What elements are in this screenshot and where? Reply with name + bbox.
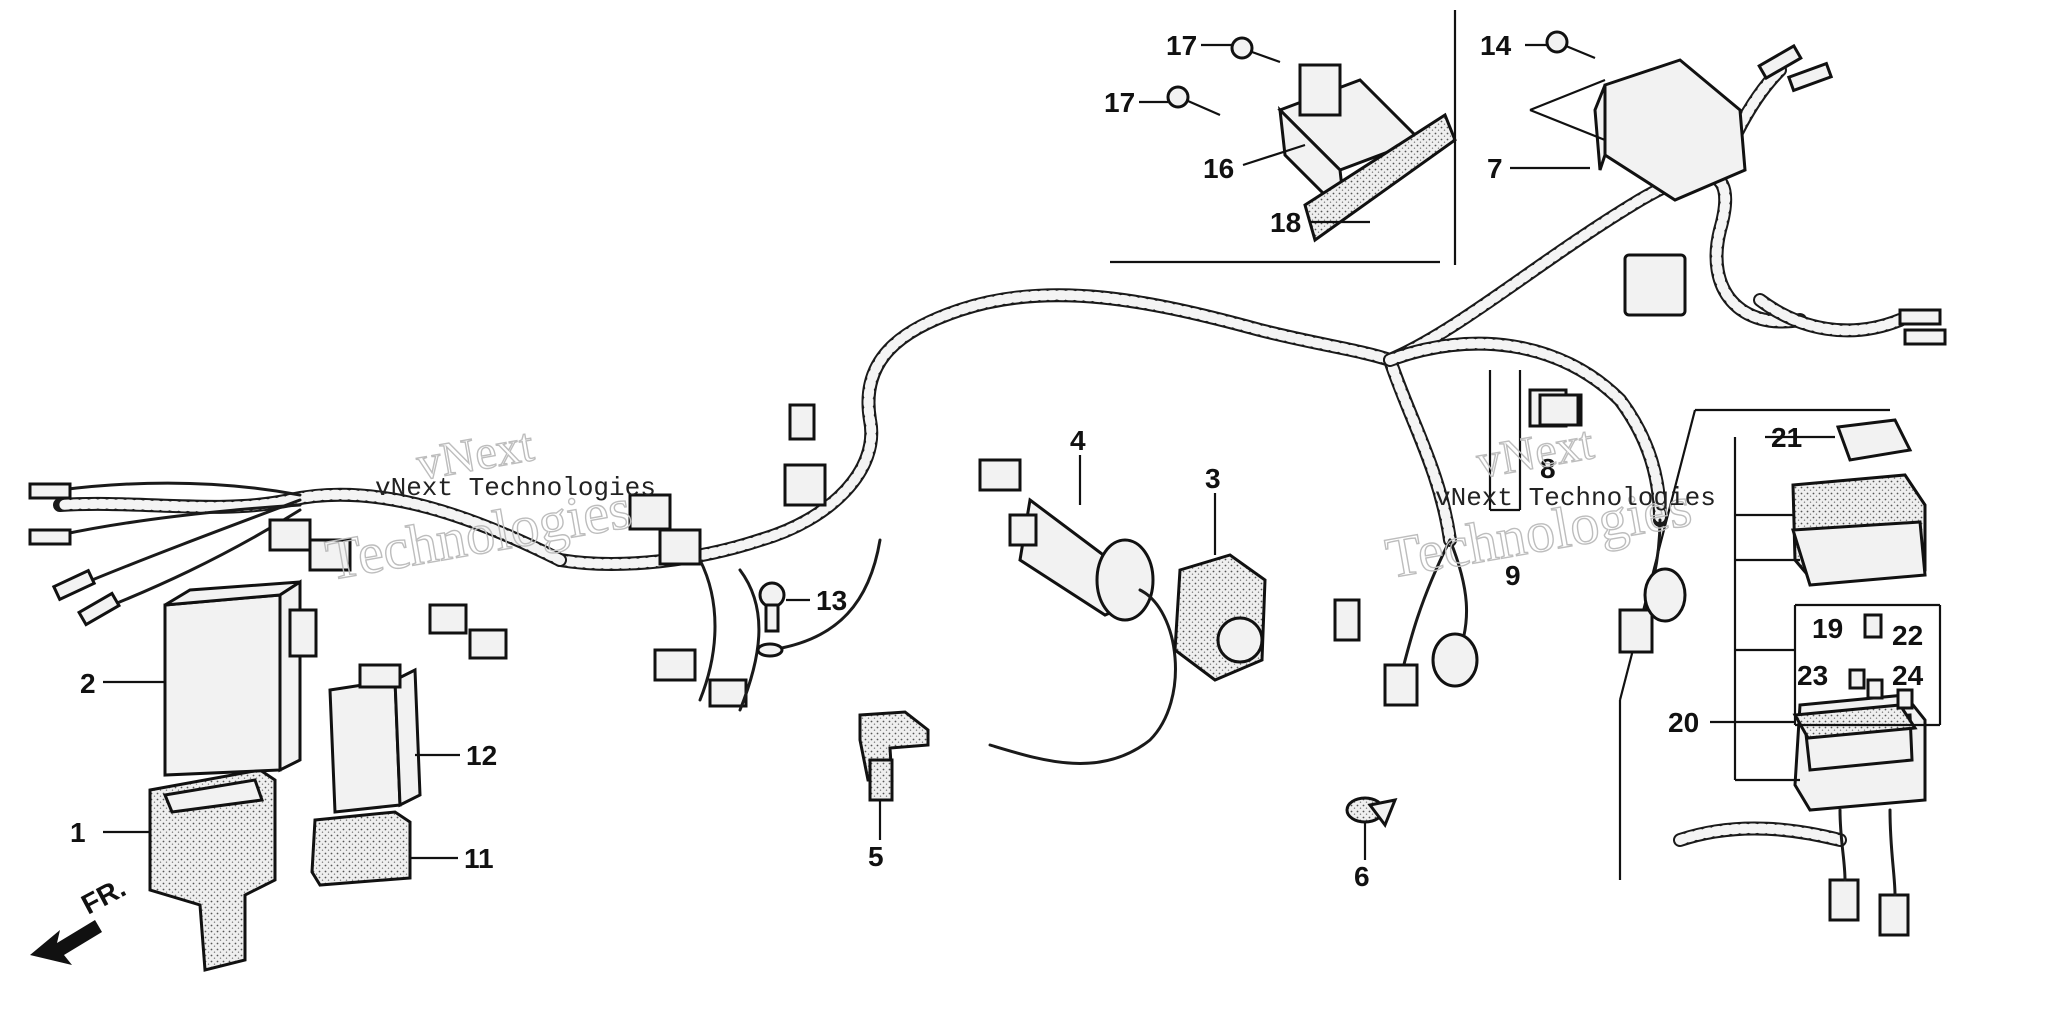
watermark-brand-small-left: vNext Technologies [375, 473, 656, 503]
part-21-fuse-label [1835, 418, 1913, 462]
callout-6: 6 [1354, 861, 1370, 892]
center-connectors [628, 403, 1022, 712]
callout-12: 12 [466, 740, 497, 771]
front-direction-arrow: FR. [30, 872, 131, 965]
callout-labels: 1 2 3 4 5 6 7 8 9 11 12 13 14 16 17 17 1… [70, 30, 1924, 892]
callout-1: 1 [70, 817, 86, 848]
callout-24: 24 [1892, 660, 1924, 691]
watermark-brand-1-right: vNext [1473, 416, 1598, 489]
callout-16: 16 [1203, 153, 1234, 184]
callout-7: 7 [1487, 153, 1503, 184]
part-20-seal [1792, 703, 1918, 740]
part-13-bolt [758, 581, 786, 633]
watermark-right: vNext Technologies vNext Technologies [1380, 415, 1716, 591]
callout-3: 3 [1205, 463, 1221, 494]
part-5-plug-cap [858, 710, 930, 802]
part-4-ignition-coil [988, 497, 1177, 765]
part-3-horn-cover [1173, 553, 1267, 682]
part-16-regulator [1277, 63, 1423, 220]
direction-label: FR. [76, 872, 130, 921]
fuses-19-24 [1848, 613, 1914, 710]
callout-2: 2 [80, 668, 96, 699]
callout-5: 5 [868, 841, 884, 872]
callout-14: 14 [1480, 30, 1512, 61]
callout-22: 22 [1892, 620, 1923, 651]
part-12-relay [328, 663, 422, 814]
part-7-unit [1593, 58, 1747, 202]
part-18-plate [1303, 112, 1457, 243]
callout-23: 23 [1797, 660, 1828, 691]
callout-8: 8 [1540, 453, 1556, 484]
part-11-rubber-cover [310, 810, 412, 887]
callout-11: 11 [464, 843, 494, 874]
callout-20: 20 [1668, 707, 1699, 738]
part-14-bolt [1545, 30, 1596, 60]
leader-lines [103, 43, 1942, 860]
part-1-cover [148, 768, 277, 972]
callout-21: 21 [1771, 422, 1802, 453]
callout-9: 9 [1505, 560, 1521, 591]
left-connector-pigtails [28, 481, 508, 660]
callout-13: 13 [816, 585, 847, 616]
part-8-relay [1538, 393, 1580, 427]
fuse-box-cover [1791, 473, 1927, 587]
callout-4: 4 [1070, 425, 1086, 456]
callout-18: 18 [1270, 207, 1301, 238]
callout-19: 19 [1812, 613, 1843, 644]
main-wire-harness [53, 63, 1907, 847]
part-6-clamp [1345, 796, 1398, 829]
callout-17-middle: 17 [1104, 87, 1135, 118]
watermark-brand-small-right: vNext Technologies [1435, 483, 1716, 513]
part-17-bolts [1166, 36, 1281, 117]
callout-17-top: 17 [1166, 30, 1197, 61]
part-2-control-unit [163, 579, 318, 777]
